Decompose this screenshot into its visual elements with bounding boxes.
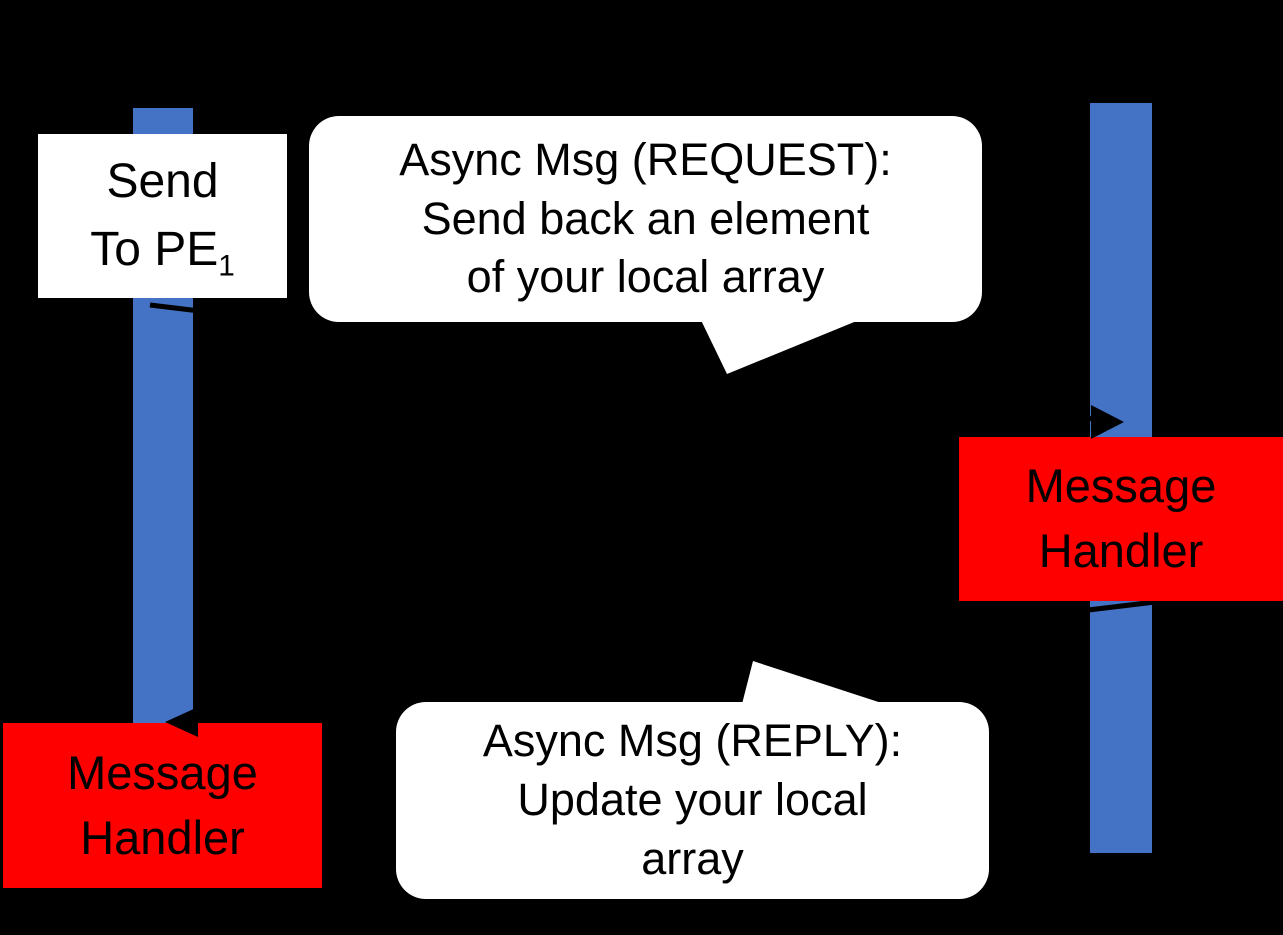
- reply-callout-bubble: Async Msg (REPLY): Update your local arr…: [396, 702, 989, 899]
- left-handler-line2: Handler: [80, 810, 245, 864]
- request-callout-bubble: Async Msg (REQUEST): Send back an elemen…: [309, 116, 982, 322]
- reply-callout-line1: Async Msg (REPLY):: [482, 715, 903, 767]
- send-to-pe1-box: Send To PE1: [38, 134, 287, 298]
- request-callout-line3: of your local array: [466, 251, 825, 303]
- left-message-handler-box: Message Handler: [3, 723, 322, 888]
- send-box-line2-text: To PE: [90, 223, 219, 276]
- send-box-pe-subscript: 1: [218, 249, 235, 283]
- reply-message-line: [179, 599, 1156, 722]
- right-handler-line2: Handler: [1038, 524, 1204, 577]
- left-handler-line1: Message: [67, 745, 258, 799]
- reply-callout-line2: Update your local: [517, 774, 868, 826]
- request-callout-line2: Send back an element: [421, 192, 870, 244]
- request-message-line: [149, 302, 1103, 423]
- request-callout-line1: Async Msg (REQUEST):: [399, 133, 892, 185]
- right-handler-line1: Message: [1025, 459, 1217, 513]
- right-message-handler-box: Message Handler: [959, 437, 1283, 601]
- reply-callout-line3: array: [641, 832, 744, 884]
- send-box-line2: To PE1: [90, 216, 235, 284]
- send-box-line1: Send: [106, 154, 219, 208]
